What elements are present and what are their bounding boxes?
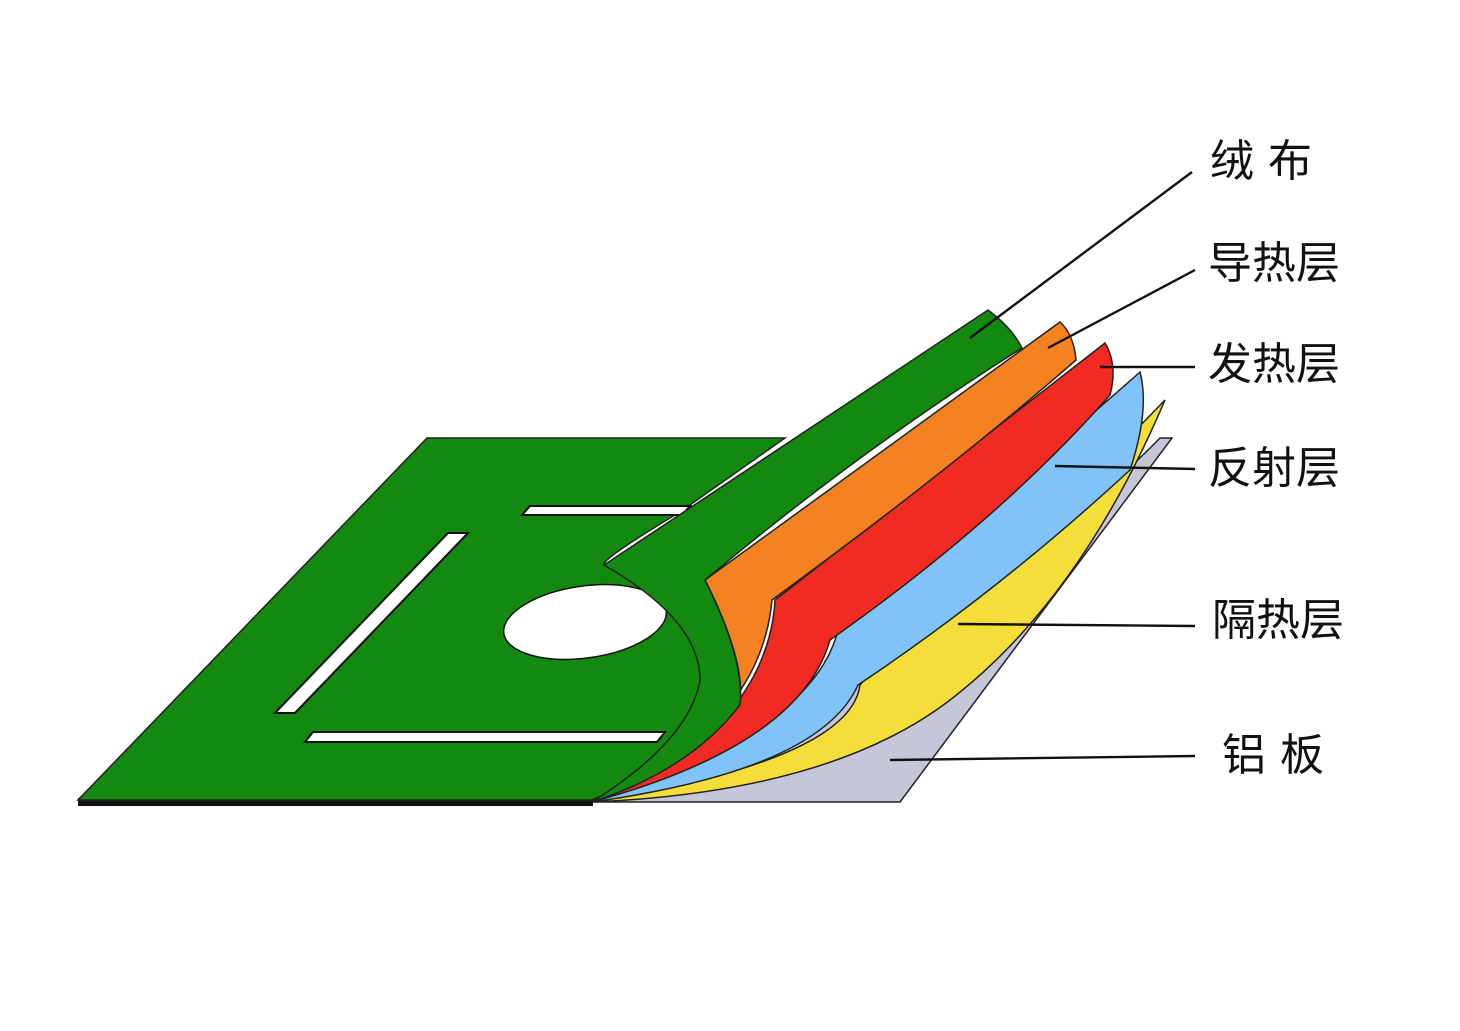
label-aluminum-plate: 铝 板 — [1222, 730, 1324, 781]
label-reflective-layer: 反射层 — [1208, 443, 1340, 494]
flannel-slot-left — [272, 532, 471, 714]
label-flannel: 绒 布 — [1210, 136, 1312, 187]
leader-line-reflective — [1054, 464, 1196, 471]
leader-line-insulation — [957, 622, 1196, 628]
label-thermal-conductive-layer: 导热层 — [1208, 238, 1340, 289]
flannel-slot-top — [519, 505, 693, 516]
leader-line-flannel — [969, 171, 1193, 339]
leader-line-aluminum — [889, 754, 1196, 762]
label-insulation-layer: 隔热层 — [1212, 595, 1344, 646]
label-heating-layer: 发热层 — [1208, 339, 1340, 390]
leader-line-thermal — [1047, 268, 1196, 350]
flannel-slot-bottom — [302, 731, 668, 743]
flannel-flap — [591, 309, 1023, 803]
flannel-base-shadow — [78, 798, 593, 806]
